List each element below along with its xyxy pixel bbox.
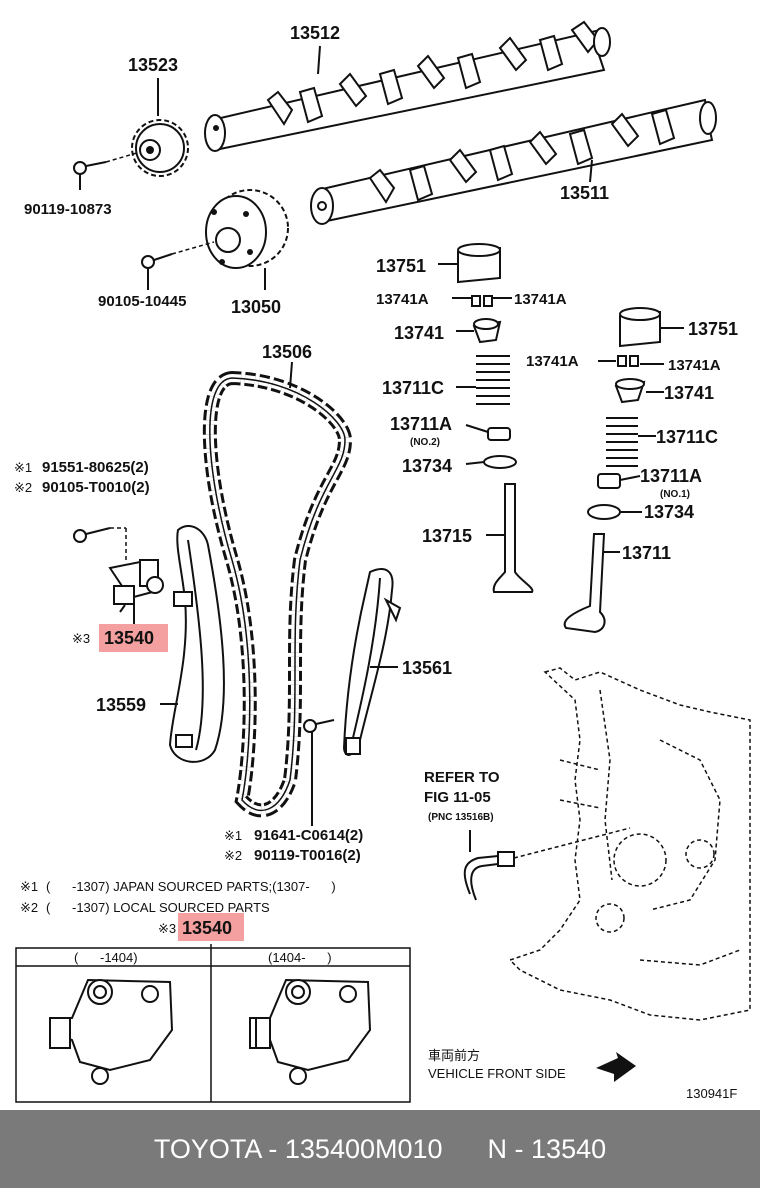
- note-japan-sourced: ( -1307) JAPAN SOURCED PARTS;(1307- ): [46, 879, 336, 894]
- label-13540: 13540: [104, 628, 154, 648]
- label-13711C-left: 13711C: [382, 378, 444, 398]
- label-13711A-right: 13711A: [640, 466, 702, 486]
- footer-bar: TOYOTA - 135400M010 N - 13540: [0, 1110, 760, 1188]
- bolt-90105-10445: [141, 241, 215, 269]
- label-13559: 13559: [96, 695, 146, 715]
- label-13741A-left1: 13741A: [376, 291, 429, 308]
- label-mark1-a: ※1: [14, 460, 32, 475]
- label-13711: 13711: [622, 543, 671, 563]
- label-13741A-right2: 13741A: [668, 357, 721, 374]
- label-13741-left: 13741: [394, 323, 444, 343]
- label-refer3: (PNC 13516B): [428, 812, 494, 823]
- label-mark1-b: ※1: [224, 828, 242, 843]
- label-13561: 13561: [402, 658, 452, 678]
- vvt-gear-13050: [205, 189, 289, 269]
- bolt-90119-10873: [73, 151, 141, 175]
- variant-right-label: (1404- ): [268, 950, 332, 965]
- note-mark2: ※2: [20, 900, 38, 915]
- label-fig-no: 130941F: [686, 1086, 737, 1101]
- label-13734-right: 13734: [644, 502, 694, 522]
- label-13711A-left: 13711A: [390, 414, 452, 434]
- label-90119-10873: 90119-10873: [24, 201, 112, 218]
- label-13741A-right1: 13741A: [526, 353, 579, 370]
- leader-13711A-right: [619, 475, 641, 481]
- tensioner-variant-new: [249, 978, 372, 1085]
- oil-pipe: [463, 827, 631, 901]
- label-13506: 13506: [262, 342, 312, 362]
- leader-13512: [317, 45, 321, 75]
- leader-13506: [289, 361, 293, 389]
- label-bolt-a1: 91551-80625(2): [42, 459, 149, 476]
- sprocket-13523: [131, 119, 189, 177]
- variant-left-label: ( -1404): [74, 950, 138, 965]
- label-bolt-b2: 90119-T0016(2): [254, 847, 361, 864]
- label-13523: 13523: [128, 55, 178, 75]
- chain-guide-13559: [168, 525, 225, 763]
- label-mark2-b: ※2: [224, 848, 242, 863]
- valve-stack-right: [563, 307, 661, 634]
- timing-chain-13506: [202, 370, 353, 818]
- note-mark1: ※1: [20, 879, 38, 894]
- chain-damper-13561: [342, 568, 402, 756]
- label-13741A-left2: 13741A: [514, 291, 567, 308]
- label-mark2-a: ※2: [14, 480, 32, 495]
- vehicle-front-arrow-icon: [596, 1052, 636, 1082]
- note-local-sourced: ( -1307) LOCAL SOURCED PARTS: [46, 900, 270, 915]
- label-13751-left: 13751: [376, 256, 426, 276]
- label-bolt-b1: 91641-C0614(2): [254, 827, 363, 844]
- label-90105-10445: 90105-10445: [98, 293, 186, 310]
- label-no1: (NO.1): [660, 489, 690, 500]
- engine-block-outline: [508, 667, 751, 1021]
- label-refer1: REFER TO: [424, 769, 500, 786]
- bolt-91641: [303, 719, 335, 826]
- label-13711C-right: 13711C: [656, 427, 718, 447]
- valve-stack-left: [457, 243, 534, 593]
- footer-text: TOYOTA - 135400M010 N - 13540: [153, 1133, 607, 1164]
- label-front-jp: 車両前方: [428, 1048, 480, 1063]
- label-mark3: ※3: [72, 631, 90, 646]
- variant-box: [15, 944, 411, 1103]
- leader-13511: [589, 159, 593, 183]
- label-13512: 13512: [290, 23, 340, 43]
- label-no2: (NO.2): [410, 437, 440, 448]
- label-13734-left: 13734: [402, 456, 452, 476]
- label-refer2: FIG 11-05: [424, 789, 491, 806]
- camshaft-13512: [204, 20, 611, 152]
- label-13715: 13715: [422, 526, 472, 546]
- label-front-en: VEHICLE FRONT SIDE: [428, 1066, 566, 1081]
- tensioner-variant-old: [49, 978, 174, 1085]
- label-13050: 13050: [231, 297, 281, 317]
- parts-diagram: 13512 13523 13511 90119-10873 90105-1044…: [14, 20, 751, 1103]
- label-13741-right: 13741: [664, 383, 714, 403]
- note-mark3: ※3: [158, 921, 176, 936]
- highlight-13540: [99, 624, 168, 652]
- label-13751-right: 13751: [688, 319, 738, 339]
- leader-13711A-left: [465, 424, 489, 433]
- camshaft-13511: [310, 98, 717, 225]
- tensioner-13540-part: [73, 527, 164, 613]
- note-part-13540: 13540: [182, 918, 232, 938]
- leader-13734-left: [465, 461, 485, 465]
- label-13511: 13511: [560, 183, 609, 203]
- label-bolt-a2: 90105-T0010(2): [42, 479, 150, 496]
- highlight-13540-note: [178, 913, 244, 941]
